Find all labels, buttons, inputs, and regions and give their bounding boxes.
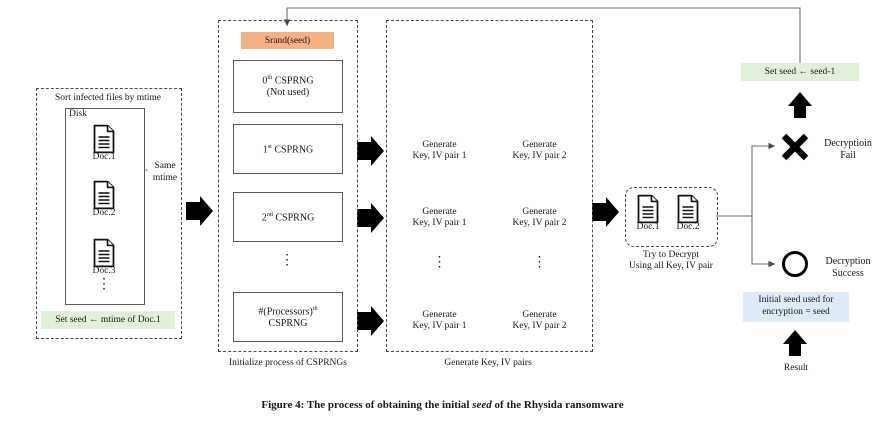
decryption-success-line2: Success	[832, 267, 864, 279]
stage2-group	[218, 20, 358, 352]
csprng-box-n-sub: CSPRNG	[268, 317, 308, 329]
stage3-section-label: Generate Key, IV pairs	[444, 358, 532, 368]
keyiv-row2-left-line2: Key, IV pair 1	[412, 217, 467, 228]
stage-arrow-3	[592, 197, 619, 227]
disk-ellipsis: ⋮	[97, 277, 111, 292]
set-seed-mtime-chip: Set seed ← mtime of Doc.1	[41, 311, 175, 329]
keyiv-row1-right-line2: Key, IV pair 2	[512, 150, 567, 161]
disk-doc-2	[92, 180, 116, 215]
decrypt-doc-1	[636, 194, 660, 229]
diagram-vector-layer	[135, 7, 812, 356]
csprng-box-0: 0th CSPRNG (Not used)	[233, 60, 343, 113]
stage1-title: Sort infected files by mtime	[54, 93, 162, 103]
decrypt-doc-2-label: Doc.2	[676, 222, 700, 232]
decrypt-branch-connector	[716, 142, 775, 268]
x-mark-icon	[781, 133, 809, 161]
document-icon	[637, 194, 659, 224]
stage1-group	[36, 88, 182, 339]
stage4-caption-line1: Try to Decrypt	[642, 250, 700, 260]
decryption-success-line1: Decryption	[825, 256, 871, 267]
feedback-loop-connector	[283, 7, 801, 72]
disk-doc-1-label: Doc.1	[92, 152, 116, 162]
csprng-box-2-prefix: 2	[261, 211, 267, 223]
csprng-box-1: 1st CSPRNG	[233, 124, 343, 174]
same-mtime-label-line2: mtime	[152, 173, 178, 183]
keyiv-row1-right: Generate Key, IV pair 2	[492, 140, 587, 162]
figure-caption: Figure 4: The process of obtaining the i…	[0, 399, 885, 411]
keyiv-row1-left-line2: Key, IV pair 1	[412, 150, 467, 161]
decryption-fail-line1: Decryptioin	[824, 138, 872, 149]
keyiv-row1-right-line1: Generate	[522, 140, 557, 150]
csprng-box-2: 2nd CSPRNG	[233, 192, 343, 242]
keyiv-row2-left-line1: Generate	[422, 207, 457, 217]
keyiv-row2-right-line1: Generate	[522, 207, 557, 217]
keyiv-row2-right-line2: Key, IV pair 2	[512, 217, 567, 228]
csprng-box-n-ordinal: th	[312, 304, 318, 312]
initial-seed-result-line2: encryption = seed	[762, 307, 830, 317]
disk-doc-3	[92, 238, 116, 273]
csprng-box-0-ordinal: th	[267, 74, 273, 82]
stage2-section-label: Initialize process of CSPRNGs	[229, 358, 347, 368]
stage3-group	[386, 20, 593, 352]
stage-arrow-2c	[357, 306, 384, 336]
figure-caption-italic: seed	[472, 399, 492, 411]
decryption-fail-label: Decryptioin Fail	[812, 138, 884, 161]
csprng-box-1-prefix: 1	[262, 143, 268, 155]
decrypt-doc-1-label: Doc.1	[636, 222, 660, 232]
keyiv-row3-right: Generate Key, IV pair 2	[492, 310, 587, 332]
retry-up-arrow	[788, 92, 812, 118]
keyiv-row2-left: Generate Key, IV pair 1	[392, 207, 487, 229]
csprng-box-1-ordinal: st	[267, 142, 272, 150]
decryption-success-label: Decryption Success	[812, 256, 884, 279]
initial-seed-result-line1: Initial seed used for	[758, 295, 834, 306]
keyiv-row3-left: Generate Key, IV pair 1	[392, 310, 487, 332]
figure-caption-suffix: of the Rhysida ransomware	[491, 399, 624, 411]
stage4-caption: Try to Decrypt Using all Key, IV pair	[617, 250, 725, 272]
csprng-box-0-suffix: CSPRNG	[272, 75, 314, 87]
keyiv-row3-left-line2: Key, IV pair 1	[412, 320, 467, 331]
keyiv-row1-left-line1: Generate	[422, 140, 457, 150]
document-icon	[93, 238, 115, 268]
csprng-box-n: #(Processors)th CSPRNG	[233, 292, 343, 342]
keyiv-row3-left-line1: Generate	[422, 310, 457, 320]
csprng-box-2-suffix: CSPRNG	[272, 211, 315, 223]
document-icon	[93, 180, 115, 210]
keyiv-ellipsis-right: ⋮	[532, 255, 547, 270]
figure-caption-prefix: Figure 4: The process of obtaining the i…	[261, 399, 473, 411]
same-mtime-label-line1: Same	[154, 161, 176, 171]
stage-arrow-1	[186, 196, 213, 226]
csprng-box-2-ordinal: nd	[266, 210, 273, 218]
stage-arrow-2b	[357, 203, 384, 233]
keyiv-row3-right-line2: Key, IV pair 2	[512, 320, 567, 331]
csprng-box-1-suffix: CSPRNG	[271, 143, 314, 155]
disk-doc-3-label: Doc.3	[92, 266, 116, 276]
disk-doc-1	[92, 124, 116, 159]
document-icon	[677, 194, 699, 224]
result-label: Result	[783, 363, 809, 373]
disk-doc-2-label: Doc.2	[92, 208, 116, 218]
keyiv-ellipsis-left: ⋮	[432, 255, 447, 270]
csprng-box-n-prefix: #(Processors)	[258, 306, 313, 318]
result-down-arrow	[783, 330, 807, 356]
csprng-box-0-prefix: 0	[262, 75, 268, 87]
circle-icon	[782, 251, 808, 277]
srand-seed-box: Srand(seed)	[241, 32, 334, 49]
decrypt-doc-2	[676, 194, 700, 229]
keyiv-row3-right-line1: Generate	[522, 310, 557, 320]
csprng-ellipsis: ⋮	[280, 253, 294, 268]
stage-arrow-2a	[357, 136, 384, 166]
set-seed-retry-chip: Set seed ← seed-1	[741, 63, 859, 81]
initial-seed-result-chip: Initial seed used for encryption = seed	[743, 292, 849, 322]
document-icon	[93, 124, 115, 154]
stage4-caption-line2: Using all Key, IV pair	[629, 260, 713, 271]
decryption-fail-line2: Fail	[840, 149, 856, 161]
keyiv-row1-left: Generate Key, IV pair 1	[392, 140, 487, 162]
stage4-group	[625, 187, 718, 247]
disk-label: Disk	[69, 109, 87, 119]
keyiv-row2-right: Generate Key, IV pair 2	[492, 207, 587, 229]
csprng-box-0-sub: (Not used)	[266, 87, 310, 99]
